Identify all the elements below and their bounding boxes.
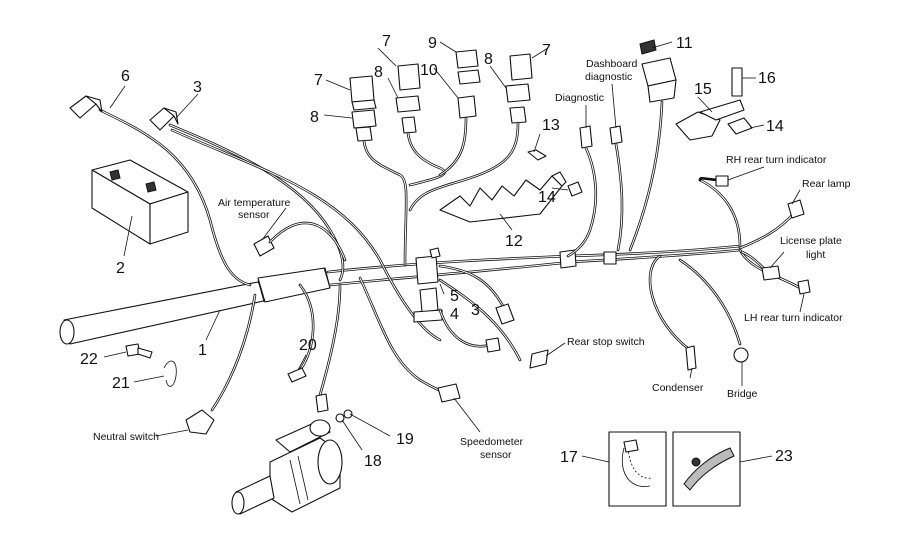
callout-1: 1: [198, 342, 207, 359]
label-lh-rear-turn-indicator: LH rear turn indicator: [744, 312, 843, 324]
callout-10: 10: [420, 62, 438, 79]
callout-8-right: 8: [484, 51, 493, 68]
center-connectors: [413, 247, 522, 362]
clip-14-center: [567, 181, 583, 197]
callout-numbers: 6 3 2 1 7 7 7 8 8 8 9 10 11 13 15 16 14 …: [80, 33, 793, 470]
callout-18: 18: [364, 453, 382, 470]
rear-branches: [698, 175, 811, 295]
bracket-12: [439, 171, 567, 223]
relay-wires: [362, 116, 520, 267]
main-harness-sleeve: [59, 267, 331, 345]
label-rh-rear-turn-indicator: RH rear turn indicator: [726, 154, 827, 166]
callout-8-left-lower: 8: [310, 109, 319, 126]
ground-screws: [287, 367, 329, 413]
label-dashboard-diagnostic-1: Dashboard: [586, 58, 638, 70]
callout-22: 22: [80, 351, 98, 368]
callout-7-right: 7: [542, 42, 551, 59]
callout-17: 17: [560, 449, 578, 466]
bolt-13: [527, 149, 547, 161]
callout-21: 21: [112, 375, 130, 392]
text-labels: Air temperature sensor Dashboard diagnos…: [93, 58, 851, 461]
battery-cable-branches: [98, 108, 442, 342]
speedometer-sensor: [437, 383, 461, 403]
callout-7-top: 7: [382, 33, 391, 50]
label-speedometer-2: sensor: [480, 449, 512, 461]
wire-21: [163, 360, 177, 387]
label-license-plate-1: License plate: [780, 235, 842, 247]
label-dashboard-diagnostic-2: diagnostic: [585, 71, 632, 83]
label-condenser: Condenser: [652, 382, 704, 394]
callout-8-left-upper: 8: [374, 64, 383, 81]
label-speedometer-1: Speedometer: [460, 436, 524, 448]
callout-3-center: 3: [471, 302, 480, 319]
leader-lines: [103, 41, 805, 463]
dashboard-connector-11: [628, 39, 677, 252]
callout-4: 4: [450, 306, 459, 323]
rear-stop-switch-lug: [529, 349, 549, 369]
label-license-plate-2: light: [806, 249, 825, 261]
condenser-bridge-wires: [648, 254, 749, 371]
callout-7-left: 7: [314, 72, 323, 89]
screw-22: [125, 343, 153, 359]
washers-18-19: [335, 409, 353, 423]
dashboard-diagnostic-connector: [609, 125, 624, 252]
starter-motor: [231, 419, 343, 515]
callout-11: 11: [676, 35, 693, 52]
relay-cluster: [349, 49, 533, 142]
neutral-switch: [185, 409, 215, 435]
callout-12: 12: [505, 233, 523, 250]
callout-16: 16: [758, 70, 776, 87]
callout-23: 23: [775, 448, 793, 465]
callout-14-right: 14: [766, 118, 784, 135]
callout-15: 15: [694, 81, 712, 98]
callout-13: 13: [542, 117, 560, 134]
battery-terminal-3: [149, 107, 179, 131]
battery-terminal-6: [69, 95, 103, 119]
callout-6: 6: [121, 68, 130, 85]
bracket-15: [675, 99, 745, 141]
callout-20: 20: [299, 337, 317, 354]
screw-16: [731, 67, 743, 97]
callout-2: 2: [116, 260, 125, 277]
callout-19: 19: [396, 431, 414, 448]
label-diagnostic: Diagnostic: [555, 92, 604, 104]
cable-tie-23-box: [672, 431, 741, 507]
battery: [91, 159, 189, 245]
clip-14-right: [727, 117, 753, 135]
label-air-temperature-2: sensor: [238, 209, 270, 221]
callout-3: 3: [193, 79, 202, 96]
callout-14-center: 14: [538, 189, 556, 206]
label-rear-stop-switch: Rear stop switch: [567, 336, 645, 348]
label-neutral-switch: Neutral switch: [93, 431, 159, 443]
callout-9: 9: [428, 35, 437, 52]
air-temperature-sensor: [253, 221, 347, 262]
callout-5: 5: [450, 288, 459, 305]
label-air-temperature-1: Air temperature: [218, 197, 291, 209]
label-rear-lamp: Rear lamp: [802, 178, 851, 190]
label-bridge: Bridge: [727, 388, 758, 400]
diagnostic-connector: [566, 125, 598, 258]
cable-tie-17-box: [608, 431, 667, 507]
